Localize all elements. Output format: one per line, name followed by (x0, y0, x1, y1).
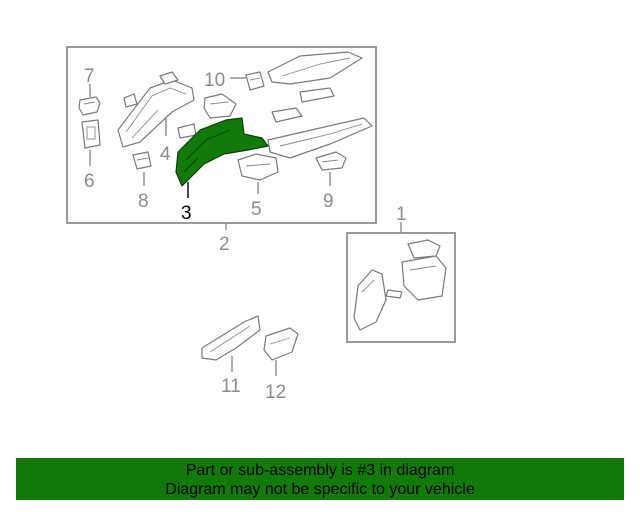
callout-2: 2 (219, 234, 230, 255)
part-10[interactable] (245, 71, 265, 91)
callout-11: 11 (221, 376, 241, 397)
banner-line-1: Part or sub-assembly is #3 in diagram (185, 462, 455, 479)
callout-1: 1 (396, 204, 407, 225)
callout-12: 12 (265, 382, 286, 403)
callout-6: 6 (84, 171, 95, 192)
banner-line-2: Diagram may not be specific to your vehi… (165, 481, 475, 498)
part-bracket-upper[interactable] (203, 93, 237, 119)
callout-10: 10 (204, 70, 225, 91)
callout-3: 3 (181, 203, 192, 224)
callout-9: 9 (323, 191, 334, 212)
part-rail-upper-right[interactable] (267, 51, 373, 159)
part-3-highlighted[interactable] (175, 117, 269, 187)
callout-8: 8 (138, 191, 149, 212)
callout-4: 4 (160, 144, 171, 165)
part-4[interactable] (117, 71, 197, 148)
part-8[interactable] (132, 151, 152, 170)
part-7[interactable] (78, 96, 101, 116)
callout-5: 5 (251, 199, 262, 220)
part-9[interactable] (315, 151, 347, 171)
part-5[interactable] (237, 153, 279, 181)
info-banner: Part or sub-assembly is #3 in diagram Di… (16, 458, 624, 500)
part-1-contents[interactable] (353, 239, 447, 331)
part-11[interactable] (201, 315, 261, 361)
part-12[interactable] (263, 327, 299, 361)
callout-7: 7 (84, 66, 95, 87)
part-6[interactable] (81, 119, 101, 149)
